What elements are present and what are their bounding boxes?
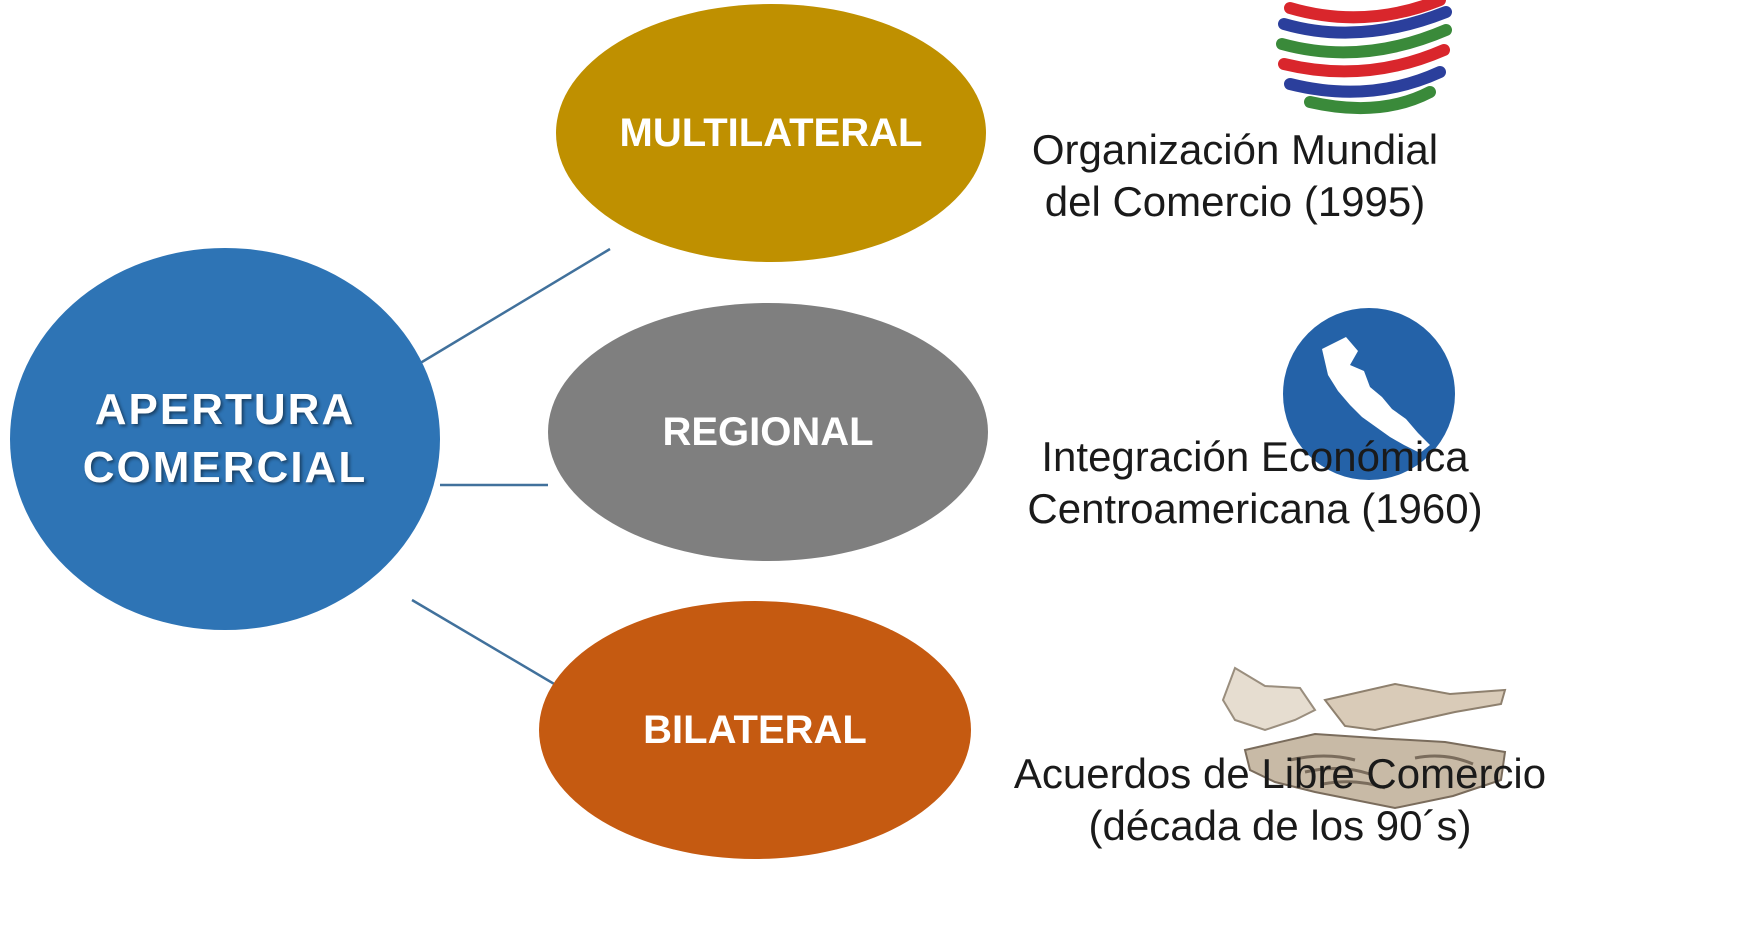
alc-caption: Acuerdos de Libre Comercio (década de lo…: [985, 748, 1575, 852]
omc-caption-line1: Organización Mundial: [1031, 126, 1439, 173]
multilateral-label: MULTILATERAL: [619, 110, 923, 155]
handshake-icon: [1221, 666, 1507, 810]
bilateral-node: BILATERAL: [539, 601, 971, 859]
apertura-comercial-node: APERTURA COMERCIAL: [10, 248, 440, 630]
ieca-caption: Integración Económica Centroamericana (1…: [990, 431, 1520, 535]
ieca-caption-line1: Integración Económica: [1041, 433, 1469, 480]
multilateral-node: MULTILATERAL: [556, 4, 986, 262]
alc-caption-line1: Acuerdos de Libre Comercio: [1013, 750, 1547, 797]
wto-logo-icon: [1276, 0, 1452, 115]
omc-caption-line2: del Comercio (1995): [1044, 178, 1426, 225]
hub-label-line2: COMERCIAL: [82, 443, 368, 492]
alc-caption-line2: (década de los 90´s): [1088, 802, 1472, 849]
bilateral-label: BILATERAL: [643, 707, 867, 752]
omc-caption: Organización Mundial del Comercio (1995): [990, 124, 1480, 228]
regional-node: REGIONAL: [548, 303, 988, 561]
central-america-map-icon: [1283, 308, 1455, 480]
regional-label: REGIONAL: [662, 409, 874, 454]
hub-label-line1: APERTURA: [94, 385, 356, 434]
ieca-caption-line2: Centroamericana (1960): [1027, 485, 1483, 532]
connector-multilateral: [411, 247, 611, 370]
